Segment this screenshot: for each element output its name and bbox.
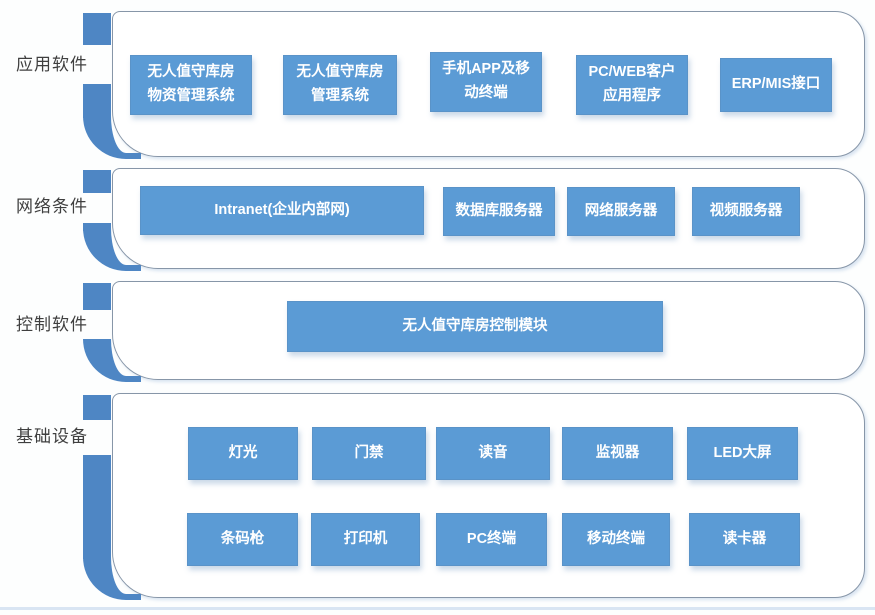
- bottom-divider: [0, 607, 875, 610]
- bracket-bar-top: [83, 395, 111, 420]
- band-label: 应用软件: [16, 55, 88, 74]
- bracket-hook: [83, 339, 141, 382]
- bracket-bar-top: [83, 283, 111, 310]
- node-erp-mis-interface: ERP/MIS接口: [720, 58, 832, 112]
- band-label: 网络条件: [16, 197, 88, 216]
- node-network-server: 网络服务器: [567, 187, 675, 236]
- band-panel: [112, 393, 865, 598]
- node-mobile-app-terminal: 手机APP及移 动终端: [430, 52, 542, 112]
- band-label: 控制软件: [16, 315, 88, 334]
- node-access-control: 门禁: [312, 427, 426, 480]
- bracket-hook: [83, 557, 141, 600]
- node-unmanned-warehouse-materials-management-system: 无人值守库房 物资管理系统: [130, 55, 252, 115]
- node-pc-terminal: PC终端: [436, 513, 547, 566]
- bracket-hook: [83, 228, 141, 271]
- node-unmanned-warehouse-management-system: 无人值守库房 管理系统: [283, 55, 397, 115]
- bracket-bar-bottom: [83, 223, 111, 231]
- bracket-bar-top: [83, 170, 111, 193]
- node-audio: 读音: [436, 427, 550, 480]
- bracket-hook: [83, 116, 141, 159]
- bracket-bar-top: [83, 13, 111, 45]
- node-video-server: 视频服务器: [692, 187, 800, 236]
- bracket-bar-bottom: [83, 84, 111, 118]
- node-mobile-terminal: 移动终端: [562, 513, 670, 566]
- node-printer: 打印机: [311, 513, 420, 566]
- node-monitor: 监视器: [562, 427, 673, 480]
- node-pc-web-client-application: PC/WEB客户 应用程序: [576, 55, 688, 115]
- node-lighting: 灯光: [188, 427, 298, 480]
- node-card-reader: 读卡器: [689, 513, 800, 566]
- band-label: 基础设备: [16, 427, 88, 446]
- bracket-bar-bottom: [83, 455, 111, 559]
- node-barcode-gun: 条码枪: [187, 513, 298, 566]
- node-unmanned-warehouse-control-module: 无人值守库房控制模块: [287, 301, 663, 352]
- node-intranet: Intranet(企业内部网): [140, 186, 424, 235]
- node-database-server: 数据库服务器: [443, 187, 555, 236]
- node-led-screen: LED大屏: [687, 427, 798, 480]
